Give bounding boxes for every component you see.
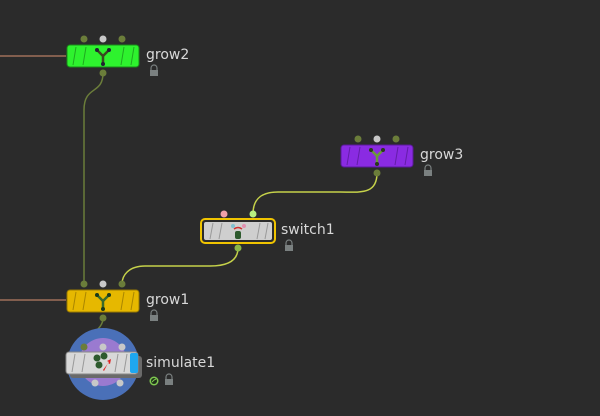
simulate-node-icon: [93, 352, 111, 371]
node-label-grow2[interactable]: grow2: [146, 47, 190, 63]
wire-grow2-to-grow1: [83, 72, 104, 284]
lock-icon[interactable]: [150, 64, 158, 76]
grow-node-icon: [95, 48, 111, 66]
node-grow2[interactable]: [66, 35, 140, 77]
input-port[interactable]: [118, 280, 126, 288]
output-port[interactable]: [99, 69, 107, 77]
lock-icon[interactable]: [150, 309, 158, 321]
node-label-simulate1[interactable]: simulate1: [146, 355, 216, 371]
output-port[interactable]: [99, 314, 107, 322]
lock-icon[interactable]: [285, 239, 293, 251]
node-simulate1[interactable]: [65, 328, 142, 400]
grow-node-icon: [369, 148, 385, 166]
node-label-grow1[interactable]: grow1: [146, 292, 190, 308]
output-port[interactable]: [116, 379, 124, 387]
input-port[interactable]: [99, 343, 107, 351]
lock-icon[interactable]: [424, 164, 432, 176]
switch-node-icon: [231, 224, 246, 239]
node-label-grow3[interactable]: grow3: [420, 147, 464, 163]
output-port[interactable]: [91, 379, 99, 387]
node-label-switch1[interactable]: switch1: [281, 222, 335, 238]
wire-switch1-to-grow1: [121, 247, 239, 285]
display-flag[interactable]: [130, 353, 138, 373]
input-port[interactable]: [99, 280, 107, 288]
input-port[interactable]: [354, 135, 362, 143]
input-port[interactable]: [99, 35, 107, 43]
lock-icon[interactable]: [165, 373, 173, 385]
node-grow1[interactable]: [66, 280, 140, 322]
grow-node-icon: [95, 293, 111, 311]
input-port[interactable]: [80, 35, 88, 43]
input-port[interactable]: [220, 210, 228, 218]
wire-grow3-to-switch1: [252, 172, 378, 215]
output-port[interactable]: [234, 244, 242, 252]
node-grow3[interactable]: [340, 135, 414, 177]
output-port[interactable]: [373, 169, 381, 177]
input-port[interactable]: [80, 280, 88, 288]
node-switch1[interactable]: [200, 210, 276, 252]
input-port[interactable]: [118, 343, 126, 351]
input-port[interactable]: [373, 135, 381, 143]
input-port[interactable]: [392, 135, 400, 143]
input-port[interactable]: [118, 35, 126, 43]
input-port[interactable]: [80, 343, 88, 351]
input-port[interactable]: [249, 210, 257, 218]
cook-status-icon: [149, 376, 159, 386]
